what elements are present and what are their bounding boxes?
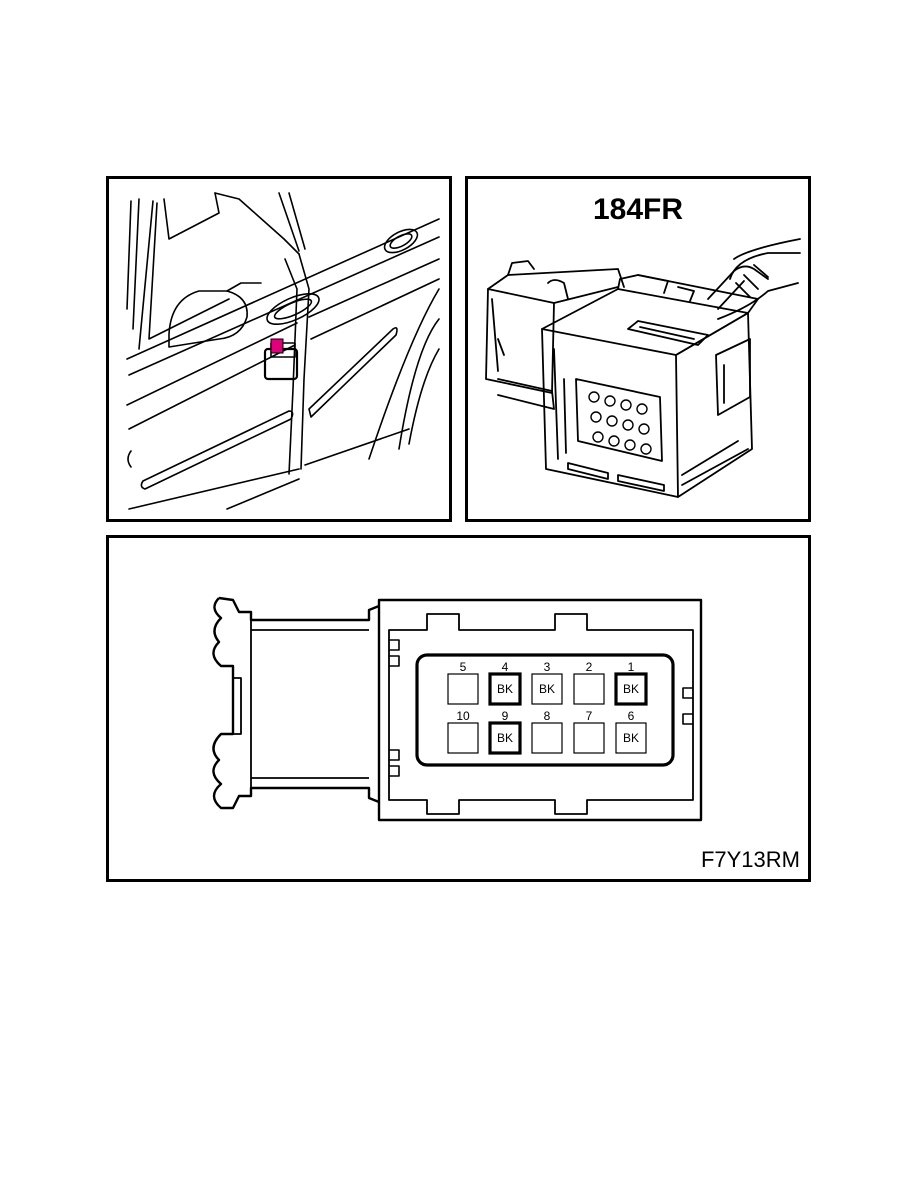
pin-cavity: 10 [447, 709, 479, 754]
pin-box [447, 673, 479, 705]
pin-cavity: 8 [531, 709, 563, 754]
pin-number: 7 [586, 709, 593, 723]
pin-wire-color: BK [497, 731, 513, 745]
pin-cavity: 3BK [531, 660, 563, 705]
pin-cavity: 6BK [615, 709, 647, 754]
pin-box [488, 672, 522, 706]
car-door-illustration [126, 192, 440, 510]
pin-wire-color: BK [623, 731, 639, 745]
pin-cavity: 7 [573, 709, 605, 754]
pin-number: 2 [586, 660, 593, 674]
pin-wire-color: BK [497, 682, 513, 696]
pin-number: 5 [460, 660, 467, 674]
pin-cavity: 5 [447, 660, 479, 705]
pin-wire-color: BK [623, 682, 639, 696]
connector-isometric-illustration [485, 238, 801, 498]
pin-number: 8 [544, 709, 551, 723]
locator-view-panel [106, 176, 452, 522]
pin-number: 10 [456, 709, 470, 723]
pin-number: 4 [502, 660, 509, 674]
pin-cavity: 4BK [488, 660, 522, 706]
pin-box [488, 721, 522, 755]
pin-box [447, 722, 479, 754]
pin-box [614, 672, 648, 706]
pin-wire-color: BK [539, 682, 555, 696]
figure-id: F7Y13RM [700, 847, 800, 872]
pin-number: 1 [628, 660, 635, 674]
pin-cavity: 2 [573, 660, 605, 705]
connector-face-diagram [212, 596, 703, 822]
pin-number: 6 [628, 709, 635, 723]
pin-number: 9 [502, 709, 509, 723]
connector-name: 184FR [592, 193, 684, 226]
pin-number: 3 [544, 660, 551, 674]
pin-box [573, 673, 605, 705]
pin-box [531, 722, 563, 754]
pin-cavity: 9BK [488, 709, 522, 755]
location-marker [270, 338, 284, 354]
connector-view-panel: 184FR [465, 176, 811, 522]
pin-box [573, 722, 605, 754]
connector-location-highlight [270, 338, 284, 354]
pin-cavity: 1BK [614, 660, 648, 706]
pin-box [531, 673, 563, 705]
pin-box [615, 722, 647, 754]
